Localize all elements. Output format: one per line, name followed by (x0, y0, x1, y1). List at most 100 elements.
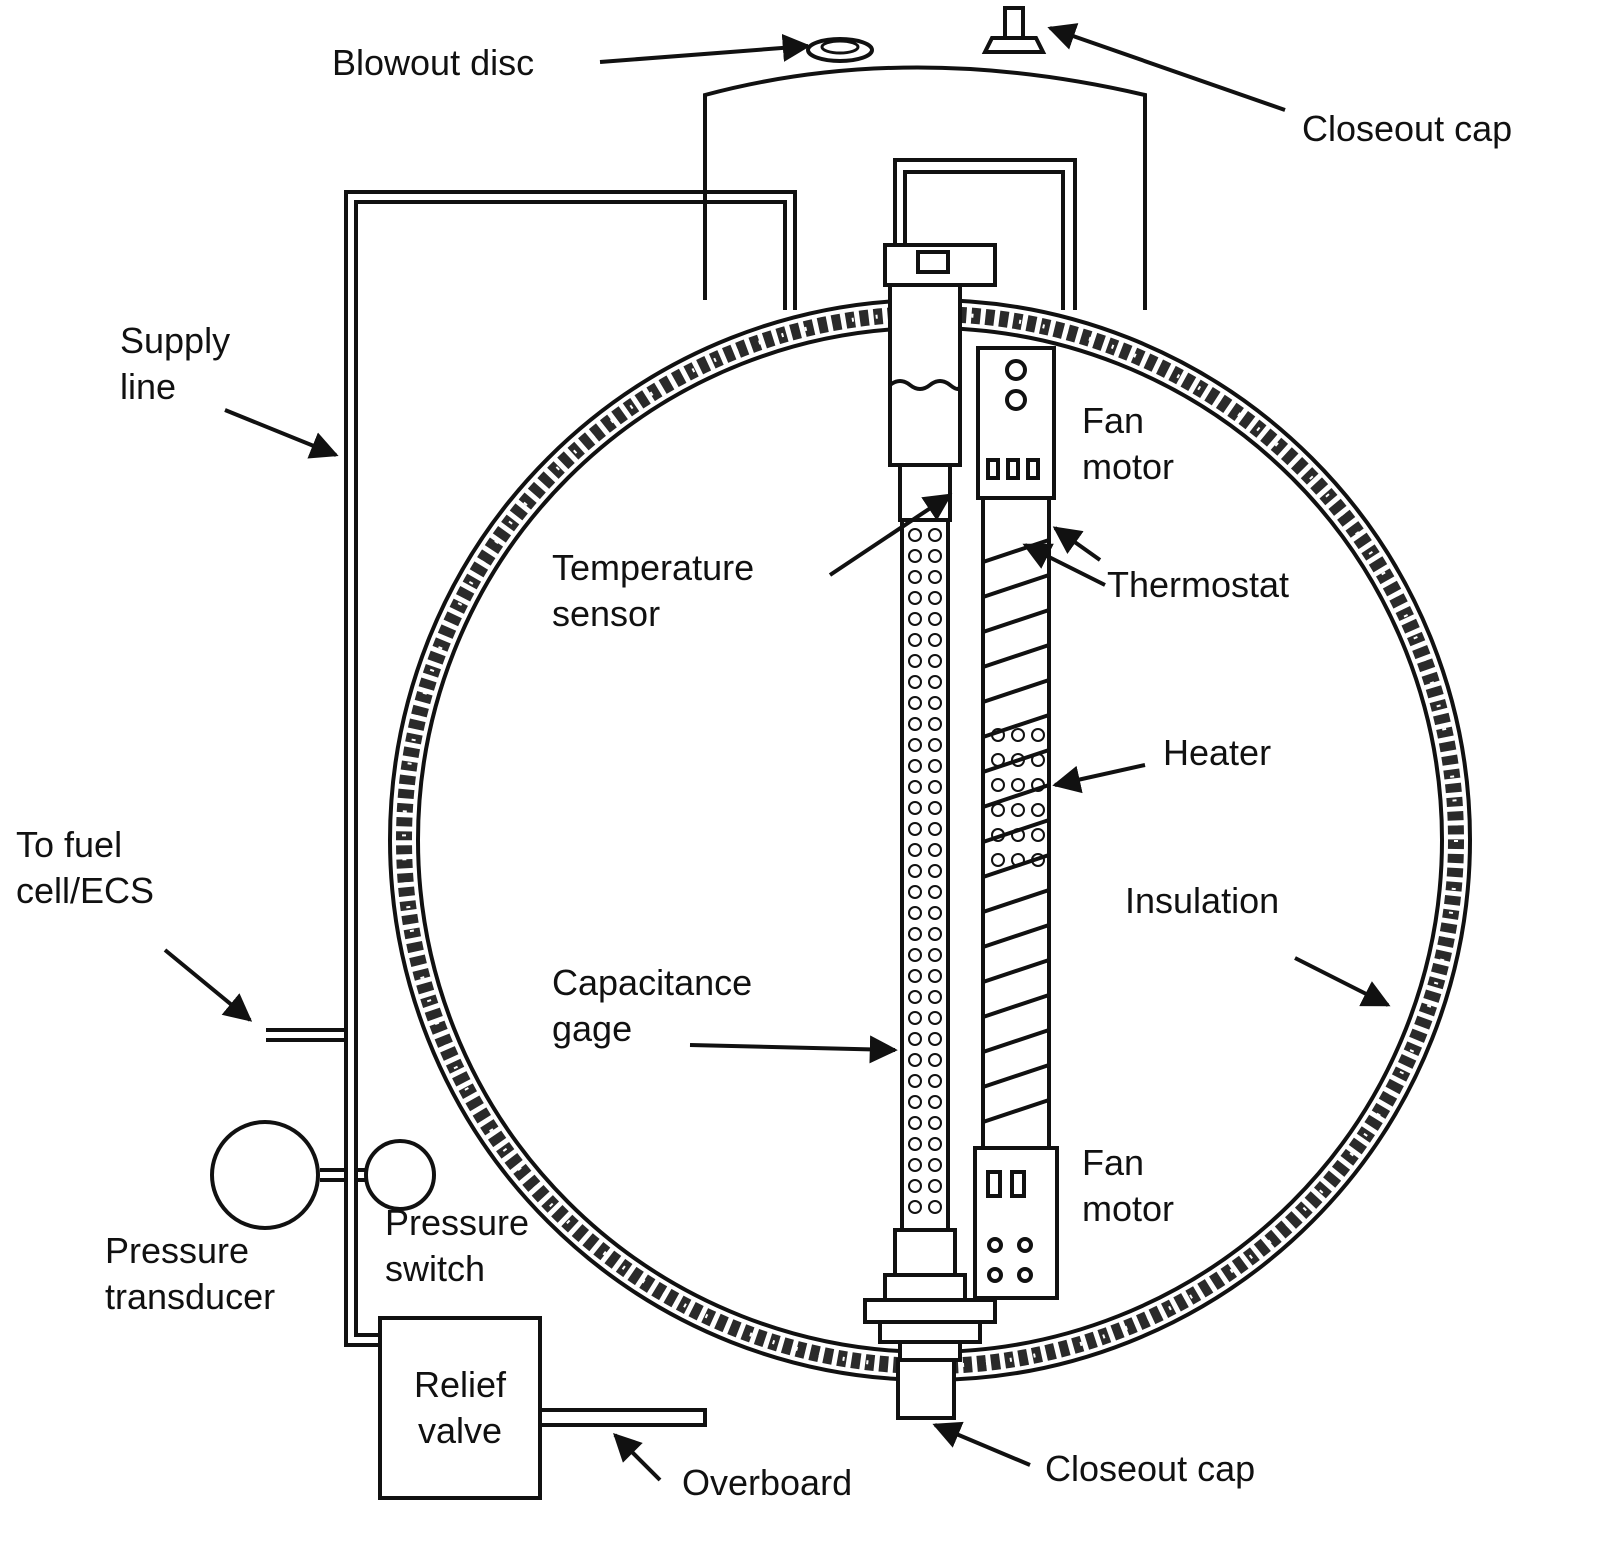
label-pressure-transducer-1: Pressure (105, 1230, 250, 1271)
arrow-closeout-cap-top (1047, 23, 1286, 112)
gage-hole (928, 990, 942, 1004)
gage-hole (908, 1053, 922, 1067)
heater-hole (1011, 753, 1025, 767)
gage-hole (908, 654, 922, 668)
label-pressure-transducer-2: transducer (105, 1276, 276, 1317)
label-to-fuel-cell-2: cell/ECS (16, 870, 155, 911)
heater-coil-turn (982, 608, 1050, 634)
gage-hole (928, 549, 942, 563)
blowout-disc (806, 37, 874, 63)
gage-hole (908, 675, 922, 689)
label-supply-line-2: line (120, 366, 177, 407)
label-pressure-switch-2: switch (385, 1248, 486, 1289)
gage-bottom (863, 1228, 997, 1420)
arrow-temperature-sensor (828, 493, 953, 577)
label-temperature-sensor: Temperature sensor (552, 545, 754, 637)
gage-hole (928, 1158, 942, 1172)
gage-hole (908, 591, 922, 605)
gage-hole (928, 1053, 942, 1067)
label-capacitance-gage-1: Capacitance (552, 962, 753, 1003)
label-pressure-transducer: Pressure transducer (105, 1228, 275, 1320)
gage-hole (908, 528, 922, 542)
gage-hole (928, 612, 942, 626)
heater-coil-turn (982, 958, 1050, 984)
gage-hole (928, 1137, 942, 1151)
heater-hole (1031, 728, 1045, 742)
gage-hole (908, 570, 922, 584)
gage-hole (908, 948, 922, 962)
label-blowout-disc: Blowout disc (332, 42, 535, 83)
gage-hole (908, 1074, 922, 1088)
gage-hole (908, 612, 922, 626)
gage-hole (928, 906, 942, 920)
gage-hole (928, 843, 942, 857)
label-to-fuel-cell-1: To fuel (16, 824, 123, 865)
heater-coil-turn (982, 923, 1050, 949)
heater-coil-turn (982, 993, 1050, 1019)
gage-hole (908, 990, 922, 1004)
gage-hole (908, 822, 922, 836)
heater-assembly (976, 346, 1056, 1150)
heater-hole (1031, 753, 1045, 767)
leader-arrows (163, 23, 1391, 1482)
gage-hole (908, 1095, 922, 1109)
gage-hole (908, 1158, 922, 1172)
gage-hole (908, 1011, 922, 1025)
heater-coil-turn (982, 888, 1050, 914)
label-closeout-cap-top: Closeout cap (1302, 108, 1513, 149)
gage-hole (908, 696, 922, 710)
gage-hole (908, 801, 922, 815)
gage-hole (928, 654, 942, 668)
gage-hole (908, 1179, 922, 1193)
gage-hole (928, 864, 942, 878)
supply-line (266, 190, 797, 1347)
heater-coil-turn (982, 643, 1050, 669)
label-pressure-switch-1: Pressure (385, 1202, 530, 1243)
gage-hole (908, 738, 922, 752)
heater-hole (991, 778, 1005, 792)
arrow-insulation (1294, 956, 1391, 1007)
inner-loop (893, 158, 1077, 310)
gage-hole (928, 927, 942, 941)
heater-coil-turn (982, 1028, 1050, 1054)
gage-hole (928, 1200, 942, 1214)
gage-hole (908, 864, 922, 878)
gage-hole (908, 759, 922, 773)
heater-coil-turn (982, 1063, 1050, 1089)
gage-hole (928, 591, 942, 605)
heater-hole (1031, 803, 1045, 817)
label-closeout-cap-bottom: Closeout cap (1045, 1448, 1256, 1489)
pressure-transducer-icon (210, 1120, 320, 1230)
gage-hole (908, 717, 922, 731)
gage-hole (928, 633, 942, 647)
label-relief-valve: Relief valve (390, 1362, 530, 1454)
gage-hole (908, 1032, 922, 1046)
heater-coil-turn (982, 538, 1050, 564)
gage-hole (928, 528, 942, 542)
heater-hole (991, 853, 1005, 867)
heater-coil-turn (982, 1098, 1050, 1124)
overboard-pipe (540, 1408, 707, 1427)
gage-hole (928, 1074, 942, 1088)
label-overboard: Overboard (682, 1462, 853, 1503)
gage-hole (928, 969, 942, 983)
gage-hole (908, 927, 922, 941)
gage-hole (928, 759, 942, 773)
heater-hole (1011, 803, 1025, 817)
gage-hole (928, 801, 942, 815)
label-fan-motor-bottom-2: motor (1082, 1188, 1175, 1229)
heater-hole (1031, 853, 1045, 867)
gage-hole (928, 1179, 942, 1193)
heater-hole (1031, 778, 1045, 792)
gage-hole (908, 843, 922, 857)
gage-hole (928, 738, 942, 752)
arrow-overboard (613, 1433, 662, 1482)
heater-hole (1011, 728, 1025, 742)
gage-hole (928, 675, 942, 689)
pressure-switch-icon (364, 1139, 436, 1211)
heater-coil-turn (982, 713, 1050, 739)
arrow-thermostat-1 (1052, 526, 1102, 562)
gage-hole (928, 1011, 942, 1025)
